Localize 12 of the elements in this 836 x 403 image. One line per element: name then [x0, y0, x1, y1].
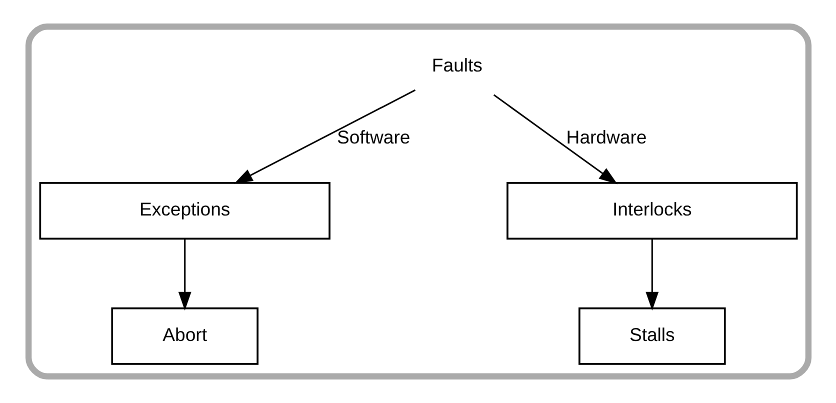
node-box: Exceptions [38, 182, 330, 240]
arrow [492, 94, 618, 184]
cluster [24, 24, 812, 380]
node-box: Interlocks [506, 182, 798, 240]
arrow [234, 89, 416, 184]
arrow [645, 238, 658, 310]
node-text: Faults [431, 54, 482, 76]
node-box: Stalls [578, 307, 726, 365]
arrow [178, 238, 191, 310]
edge-label: Software [336, 126, 410, 148]
edge-label: Hardware [566, 126, 646, 148]
node-box: Abort [110, 307, 258, 365]
